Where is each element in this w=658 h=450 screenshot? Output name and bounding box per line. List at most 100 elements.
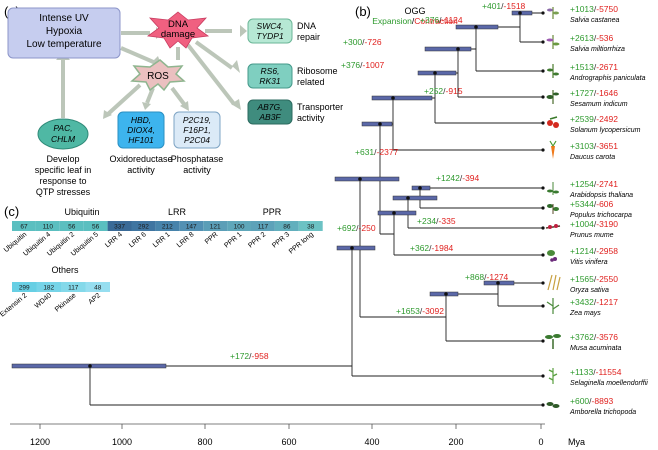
phosph-line-2: activity	[183, 165, 211, 175]
pac-line-2: CHLM	[51, 134, 76, 144]
node-bar	[429, 291, 459, 297]
plant-icon	[547, 250, 557, 262]
branch-amborella	[89, 366, 543, 406]
species-slash: /	[594, 332, 597, 342]
plant-icon	[546, 298, 560, 314]
legend-contraction: Contraction	[414, 16, 458, 26]
species-slash: /	[594, 199, 597, 209]
branch-salvia	[519, 12, 543, 43]
stress-line-2: Hypoxia	[46, 26, 83, 37]
node-bar	[417, 70, 457, 76]
species-count: +1013/-5750	[570, 4, 618, 14]
p2c-line-1: P2C19,	[183, 115, 211, 125]
node-expansion: +376	[341, 60, 360, 70]
branch-andrographis	[475, 26, 543, 72]
heatmap-domain-label: LRR 4	[104, 231, 124, 249]
plant-icon	[547, 7, 559, 19]
ab-box	[247, 99, 293, 125]
axis-tick-label: 600	[281, 437, 296, 447]
species-expansion: +2613	[570, 33, 594, 43]
node-count: +362/-1984	[410, 243, 454, 253]
heatmap-count: 117	[68, 285, 79, 292]
heatmap-count: 110	[43, 224, 54, 231]
species-expansion: +1513	[570, 62, 594, 72]
panel-b-label: (b)	[355, 4, 371, 19]
plant-icon	[547, 116, 559, 128]
heatmap-count: 299	[19, 285, 30, 292]
node-count: +692/-250	[337, 223, 376, 233]
node-contraction: -335	[439, 216, 456, 226]
heatmap-count: 121	[210, 224, 221, 231]
node-expansion: +631	[355, 147, 374, 157]
node-slash: /	[443, 86, 446, 96]
rs-box	[247, 63, 293, 89]
species-slash: /	[594, 297, 597, 307]
axis-tick-label: 1000	[112, 437, 132, 447]
plant-icon	[548, 368, 558, 384]
heatmap-cell	[85, 282, 110, 292]
species-name: Solanum lycopersicum	[570, 127, 641, 134]
ribosome-line-1: Ribosome	[297, 66, 338, 76]
heatmap-cell	[36, 282, 61, 292]
node-slash: /	[249, 351, 252, 361]
stress-line-1: Intense UV	[39, 13, 89, 24]
species-expansion: +3762	[570, 332, 594, 342]
heatmap-cell	[298, 221, 323, 231]
plant-icon	[545, 334, 561, 349]
heatmap-domain-label: PPR long	[288, 231, 315, 255]
plant-icon	[546, 402, 560, 408]
heatmap-domain-label: LRR 6	[128, 231, 148, 249]
plant-icon	[547, 64, 559, 78]
species-contraction: -5750	[596, 4, 618, 14]
species-count: +1004/-3190	[570, 219, 618, 229]
species-contraction: -536	[596, 33, 613, 43]
species-contraction: -2741	[596, 179, 618, 189]
heatmap-domain-label: PPR 1	[223, 231, 243, 249]
rs-line-2: RK31	[259, 76, 281, 86]
heatmap-domain-label: Pkinase	[54, 292, 78, 313]
species-name: Musa acuminata	[570, 345, 621, 352]
node-contraction: -1518	[504, 1, 526, 11]
species-slash: /	[594, 88, 597, 98]
species-count: +5344/-606	[570, 199, 614, 209]
transporter-line-2: activity	[297, 113, 325, 123]
heatmap-count: 337	[114, 224, 125, 231]
arrow-ros-p2c	[170, 86, 186, 106]
species-count: +3762/-3576	[570, 332, 618, 342]
plant-icon	[545, 224, 561, 229]
species-name: Andrographis paniculata	[569, 75, 646, 82]
species-contraction: -3651	[596, 141, 618, 151]
species-contraction: -1646	[596, 88, 618, 98]
legend-expansion: Expansion	[372, 16, 412, 26]
node-bar	[511, 10, 533, 16]
heatmap-cell	[35, 221, 60, 231]
node-slash: /	[420, 306, 423, 316]
heatmap-cell	[179, 221, 204, 231]
species-count: +1565/-2550	[570, 274, 618, 284]
panel-c-label: (c)	[4, 204, 19, 219]
panel-c: (c) Ubiquitin LRR PPR Others 67Ubiquitin…	[0, 204, 323, 319]
species-name: Vitis vinifera	[570, 259, 608, 266]
species-contraction: -3190	[596, 219, 618, 229]
species-slash: /	[594, 274, 597, 284]
develop-line-1: Develop	[46, 154, 79, 164]
heatmap-count: 86	[283, 224, 291, 231]
axis-unit: Mya	[568, 437, 585, 447]
node-count: +1242/-394	[436, 173, 480, 183]
branch-sesamum	[457, 48, 543, 98]
swc-line-1: SWC4,	[257, 21, 284, 31]
node-slash: /	[356, 223, 359, 233]
node-contraction: -1007	[363, 60, 385, 70]
heatmap-count: 147	[186, 224, 197, 231]
develop-line-4: QTP stresses	[36, 187, 91, 197]
heatmap-count: 67	[20, 224, 28, 231]
hbd-box	[117, 111, 165, 149]
tree-nodes	[88, 11, 545, 407]
oxido-line-2: activity	[127, 165, 155, 175]
node-count: +172/-958	[230, 351, 269, 361]
node-count: +868/-1274	[465, 272, 509, 282]
heatmap-domain-label: PPR	[204, 231, 220, 246]
species-expansion: +1565	[570, 274, 594, 284]
dna-repair-line-2: repair	[297, 32, 320, 42]
species-expansion: +3103	[570, 141, 594, 151]
